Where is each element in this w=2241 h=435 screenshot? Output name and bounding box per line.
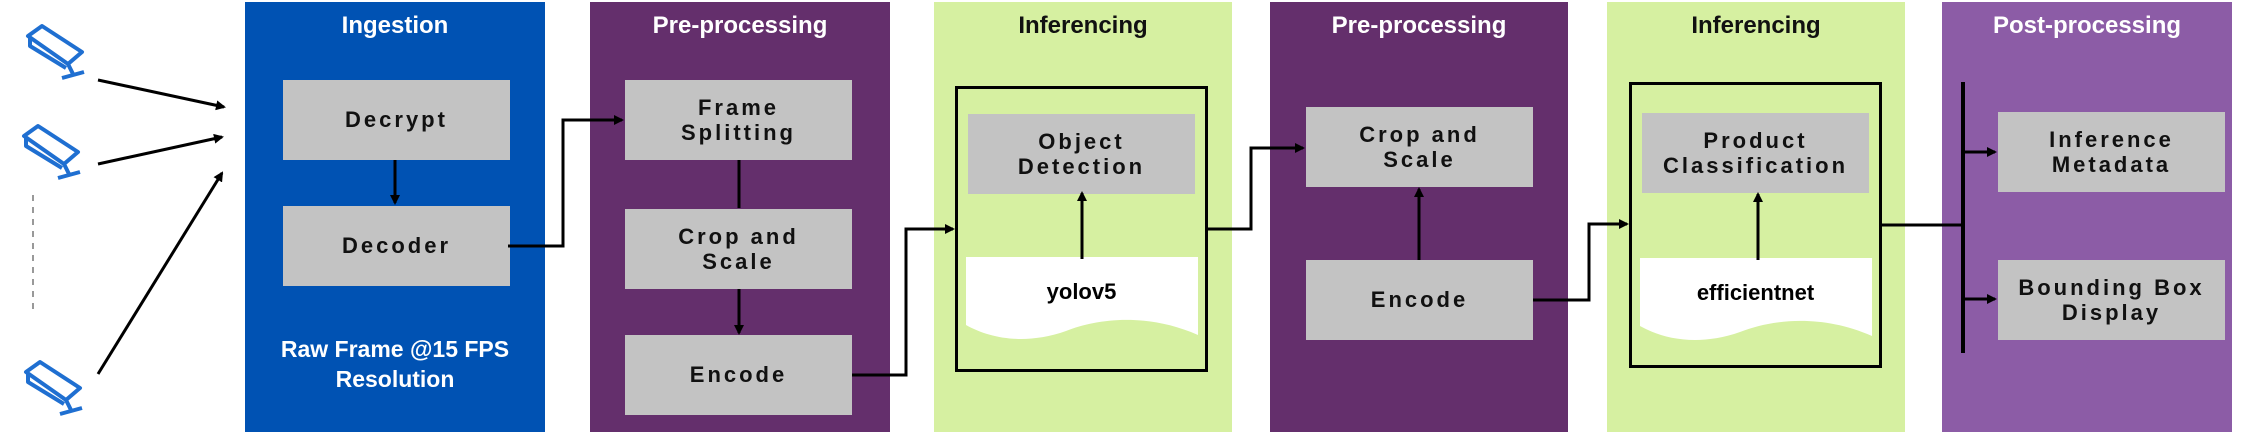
frame-splitting-box: Frame Splitting — [625, 80, 852, 160]
model-name: efficientnet — [1696, 280, 1815, 305]
inferencing-stage-1: Inferencing Object Detection yolov5 — [934, 2, 1232, 432]
stage-title: Pre-processing — [1331, 12, 1507, 39]
crop-scale-box: Crop and Scale — [1306, 107, 1533, 187]
encode-box: Encode — [625, 335, 852, 415]
camera-arrow — [96, 171, 224, 375]
inferencing-stage-2: Inferencing Product Classification effic… — [1607, 2, 1905, 432]
decrypt-box: Decrypt — [283, 80, 510, 160]
model-frame: Product Classification efficientnet — [1629, 82, 1882, 368]
stage-title: Pre-processing — [652, 12, 828, 39]
inference-metadata-box: Inference Metadata — [1998, 112, 2225, 192]
encode-box: Encode — [1306, 260, 1533, 340]
product-classification-box: Product Classification — [1642, 113, 1869, 193]
stage-title: Inferencing — [1691, 12, 1821, 39]
stage-title: Post-processing — [1992, 12, 2182, 39]
crop-scale-box: Crop and Scale — [625, 209, 852, 289]
ingestion-stage: Ingestion Decrypt Decoder Raw Frame @15 … — [245, 2, 545, 432]
camera-arrow — [97, 78, 226, 111]
document-shape — [966, 257, 1198, 339]
stage-title: Inferencing — [1018, 12, 1148, 39]
resolution-note: Raw Frame @15 FPS Resolution — [280, 336, 510, 392]
camera-arrow — [97, 133, 224, 166]
stage-title: Ingestion — [341, 12, 449, 39]
camera-icon — [24, 360, 83, 416]
object-detection-box: Object Detection — [968, 114, 1195, 194]
camera-icon — [26, 24, 85, 80]
camera-icon — [22, 124, 81, 180]
decoder-box: Decoder — [283, 206, 510, 286]
bounding-box-display-box: Bounding Box Display — [1998, 260, 2225, 340]
model-frame: Object Detection yolov5 — [955, 86, 1208, 372]
postprocessing-stage: Post-processing Inference Metadata Bound… — [1942, 2, 2232, 432]
document-shape — [1640, 258, 1872, 340]
preprocessing-stage-1: Pre-processing Frame Splitting Crop and … — [590, 2, 890, 432]
model-name: yolov5 — [1046, 279, 1117, 304]
